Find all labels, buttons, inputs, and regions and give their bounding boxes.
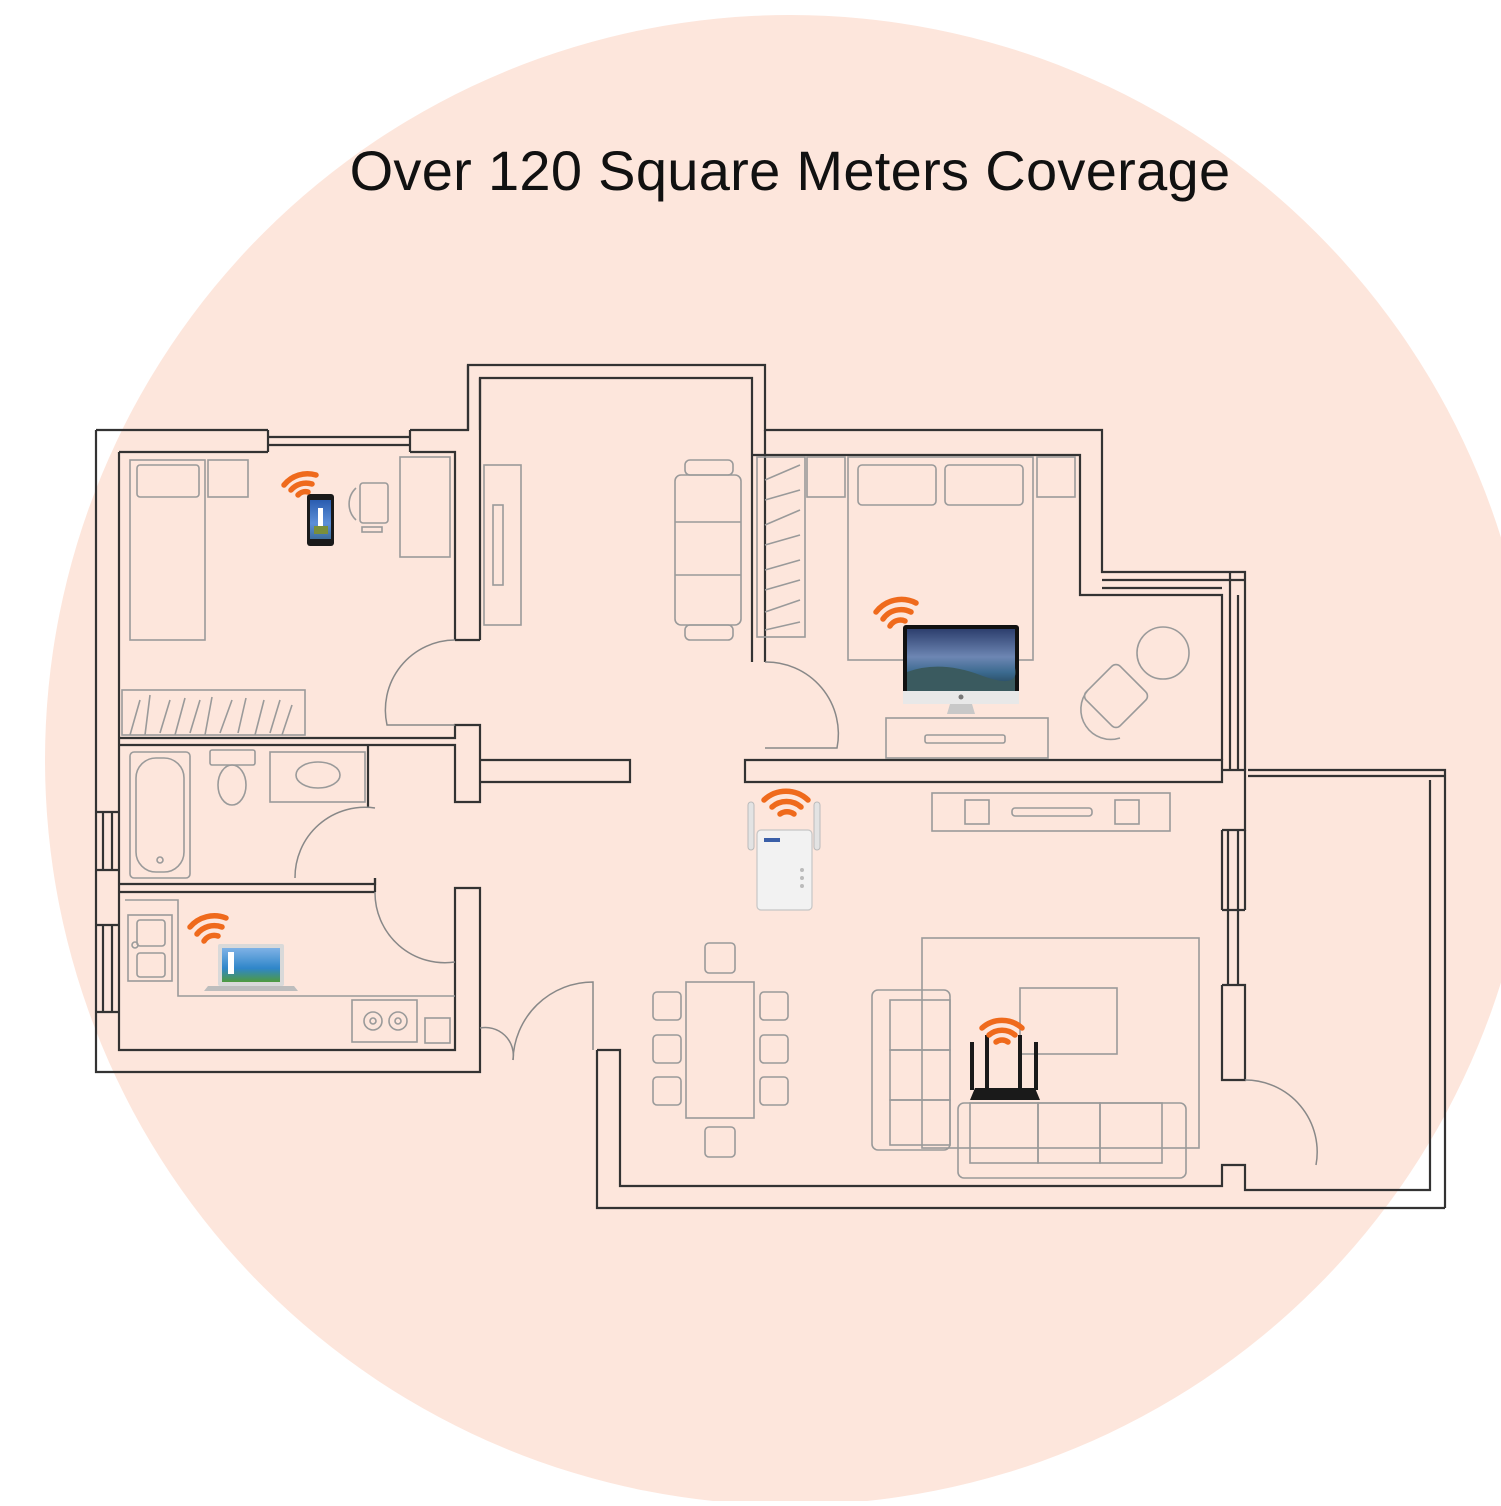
coverage-circle <box>45 15 1501 1505</box>
wifi-signal-smartphone <box>281 471 319 498</box>
wifi-signal-router <box>979 1017 1025 1045</box>
laptop-icon <box>204 944 298 991</box>
walls <box>94 363 1447 1210</box>
furniture <box>121 456 1200 1179</box>
wifi-signal-extender <box>761 788 811 817</box>
doors <box>294 639 1318 1166</box>
wifi-signal-laptop <box>187 913 229 944</box>
wifi-extender-icon <box>747 801 821 911</box>
page-title: Over 120 Square Meters Coverage <box>349 139 1231 202</box>
desktop-computer-icon <box>903 625 1019 714</box>
smartphone-icon <box>307 494 334 546</box>
router-icon <box>970 1035 1040 1100</box>
wifi-signal-desktop <box>873 596 919 629</box>
